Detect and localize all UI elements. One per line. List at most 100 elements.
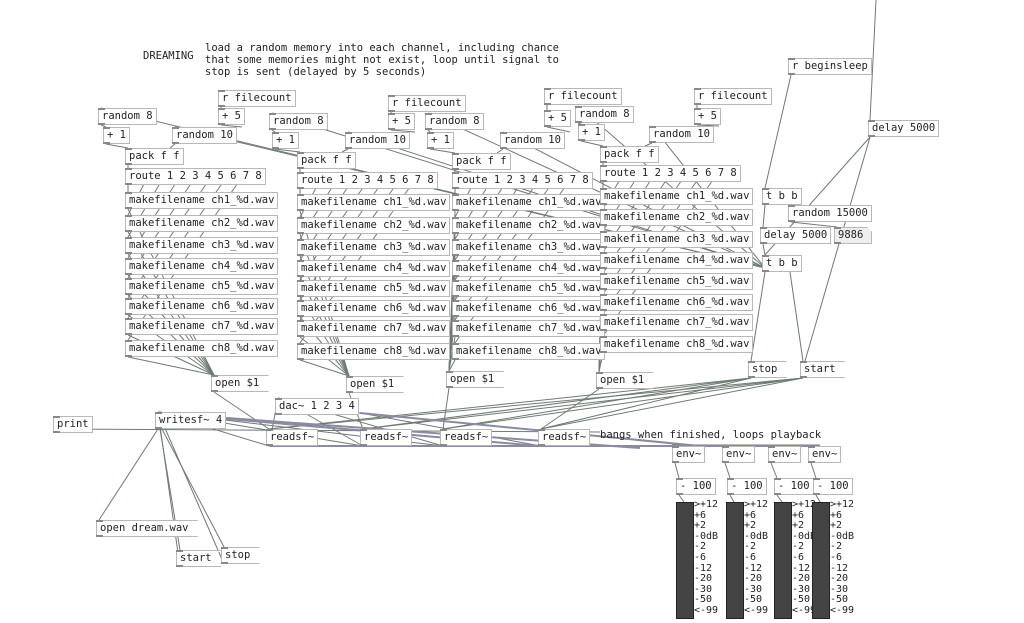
delay-5000-object[interactable]: delay 5000 xyxy=(868,120,940,137)
readsf-object[interactable]: readsf~ xyxy=(266,429,319,446)
minus-100-object[interactable]: - 100 xyxy=(727,478,767,495)
makefilename-object[interactable]: makefilename ch6_%d.wav xyxy=(297,300,451,317)
makefilename-object[interactable]: makefilename ch5_%d.wav xyxy=(297,280,451,297)
random-10-object[interactable]: random 10 xyxy=(172,127,237,144)
patch-cord xyxy=(127,356,215,376)
makefilename-object[interactable]: makefilename ch8_%d.wav xyxy=(125,340,279,357)
route-object[interactable]: route 1 2 3 4 5 6 7 8 xyxy=(452,172,593,189)
makefilename-object[interactable]: makefilename ch2_%d.wav xyxy=(452,217,606,234)
plus-5-object[interactable]: + 5 xyxy=(694,108,721,125)
random-10-object[interactable]: random 10 xyxy=(500,132,565,149)
readsf-object[interactable]: readsf~ xyxy=(538,429,591,446)
plus-1-object[interactable]: + 1 xyxy=(272,132,299,149)
makefilename-object[interactable]: makefilename ch8_%d.wav xyxy=(600,336,754,353)
makefilename-object[interactable]: makefilename ch5_%d.wav xyxy=(125,278,279,295)
makefilename-object[interactable]: makefilename ch8_%d.wav xyxy=(297,343,451,360)
makefilename-object[interactable]: makefilename ch4_%d.wav xyxy=(125,258,279,275)
pack-object[interactable]: pack f f xyxy=(452,153,511,170)
makefilename-object[interactable]: makefilename ch5_%d.wav xyxy=(600,273,754,290)
receive-filecount-object[interactable]: r filecount xyxy=(544,88,622,105)
makefilename-object[interactable]: makefilename ch1_%d.wav xyxy=(452,194,606,211)
makefilename-object[interactable]: makefilename ch3_%d.wav xyxy=(125,237,279,254)
env-object[interactable]: env~ xyxy=(722,446,756,463)
makefilename-object[interactable]: makefilename ch5_%d.wav xyxy=(452,280,606,297)
pack-object[interactable]: pack f f xyxy=(297,152,356,169)
makefilename-object[interactable]: makefilename ch3_%d.wav xyxy=(297,239,451,256)
stop-message[interactable]: stop xyxy=(221,547,260,564)
makefilename-object[interactable]: makefilename ch3_%d.wav xyxy=(600,231,754,248)
writesf-object[interactable]: writesf~ 4 xyxy=(155,412,227,429)
receive-filecount-object[interactable]: r filecount xyxy=(694,88,772,105)
route-object[interactable]: route 1 2 3 4 5 6 7 8 xyxy=(297,172,438,189)
open-dream-message[interactable]: open dream.wav xyxy=(96,520,199,537)
patch-cord xyxy=(429,148,456,154)
plus-1-object[interactable]: + 1 xyxy=(578,124,605,141)
makefilename-object[interactable]: makefilename ch4_%d.wav xyxy=(297,260,451,277)
plus-5-object[interactable]: + 5 xyxy=(544,110,571,127)
makefilename-object[interactable]: makefilename ch7_%d.wav xyxy=(297,320,451,337)
dac-object[interactable]: dac~ 1 2 3 4 xyxy=(275,398,359,415)
random-8-object[interactable]: random 8 xyxy=(575,106,634,123)
makefilename-object[interactable]: makefilename ch6_%d.wav xyxy=(452,300,606,317)
plus-1-object[interactable]: + 1 xyxy=(427,132,454,149)
plus-5-object[interactable]: + 5 xyxy=(218,108,245,125)
makefilename-object[interactable]: makefilename ch3_%d.wav xyxy=(452,239,606,256)
makefilename-object[interactable]: makefilename ch1_%d.wav xyxy=(125,192,279,209)
random-8-object[interactable]: random 8 xyxy=(269,113,328,130)
vu-scale-label: +2 xyxy=(744,520,757,532)
minus-100-object[interactable]: - 100 xyxy=(813,478,853,495)
makefilename-object[interactable]: makefilename ch7_%d.wav xyxy=(452,320,606,337)
makefilename-object[interactable]: makefilename ch2_%d.wav xyxy=(600,209,754,226)
makefilename-object[interactable]: makefilename ch4_%d.wav xyxy=(600,252,754,269)
makefilename-object[interactable]: makefilename ch6_%d.wav xyxy=(600,294,754,311)
readsf-object[interactable]: readsf~ xyxy=(360,429,413,446)
trigger-bang-bang-object[interactable]: t b b xyxy=(762,188,802,205)
receive-filecount-object[interactable]: r filecount xyxy=(388,95,466,112)
receive-beginsleep-object[interactable]: r beginsleep xyxy=(788,58,872,75)
route-object[interactable]: route 1 2 3 4 5 6 7 8 xyxy=(600,165,741,182)
vu-scale-label: <-99 xyxy=(694,604,719,616)
open-message[interactable]: open $1 xyxy=(446,371,504,388)
print-object[interactable]: print xyxy=(53,416,93,433)
stop-message[interactable]: stop xyxy=(748,361,787,378)
random-10-object[interactable]: random 10 xyxy=(649,126,714,143)
patch-cord xyxy=(169,143,176,149)
makefilename-object[interactable]: makefilename ch8_%d.wav xyxy=(452,343,606,360)
makefilename-object[interactable]: makefilename ch7_%d.wav xyxy=(125,318,279,335)
open-message[interactable]: open $1 xyxy=(346,376,404,393)
random-15000-object[interactable]: random 15000 xyxy=(788,205,872,222)
plus-5-object[interactable]: + 5 xyxy=(388,113,415,130)
open-message[interactable]: open $1 xyxy=(596,372,654,389)
start-message[interactable]: start xyxy=(176,550,222,567)
trigger-bang-bang-object[interactable]: t b b xyxy=(762,255,802,272)
plus-1-object[interactable]: + 1 xyxy=(103,127,130,144)
vu-scale-label: -12 xyxy=(792,562,811,574)
makefilename-object[interactable]: makefilename ch1_%d.wav xyxy=(600,188,754,205)
readsf-object[interactable]: readsf~ xyxy=(440,429,493,446)
minus-100-object[interactable]: - 100 xyxy=(774,478,814,495)
patch-cord xyxy=(448,359,456,372)
delay-5000-object[interactable]: delay 5000 xyxy=(760,227,832,244)
env-object[interactable]: env~ xyxy=(808,446,842,463)
random-8-object[interactable]: random 8 xyxy=(98,108,157,125)
pack-object[interactable]: pack f f xyxy=(600,146,659,163)
open-message[interactable]: open $1 xyxy=(211,375,269,392)
env-object[interactable]: env~ xyxy=(672,446,706,463)
pack-object[interactable]: pack f f xyxy=(125,148,184,165)
makefilename-object[interactable]: makefilename ch2_%d.wav xyxy=(297,217,451,234)
vu-scale-label: -12 xyxy=(830,562,849,574)
random-8-object[interactable]: random 8 xyxy=(425,113,484,130)
route-object[interactable]: route 1 2 3 4 5 6 7 8 xyxy=(125,168,266,185)
env-object[interactable]: env~ xyxy=(768,446,802,463)
makefilename-object[interactable]: makefilename ch2_%d.wav xyxy=(125,215,279,232)
start-message[interactable]: start xyxy=(800,361,846,378)
patch-cord xyxy=(540,388,600,430)
makefilename-object[interactable]: makefilename ch4_%d.wav xyxy=(452,260,606,277)
receive-filecount-object[interactable]: r filecount xyxy=(218,90,296,107)
makefilename-object[interactable]: makefilename ch7_%d.wav xyxy=(600,314,754,331)
number-box[interactable]: 9886 xyxy=(834,227,872,244)
minus-100-object[interactable]: - 100 xyxy=(676,478,716,495)
makefilename-object[interactable]: makefilename ch6_%d.wav xyxy=(125,298,279,315)
makefilename-object[interactable]: makefilename ch1_%d.wav xyxy=(297,194,451,211)
random-10-object[interactable]: random 10 xyxy=(345,132,410,149)
